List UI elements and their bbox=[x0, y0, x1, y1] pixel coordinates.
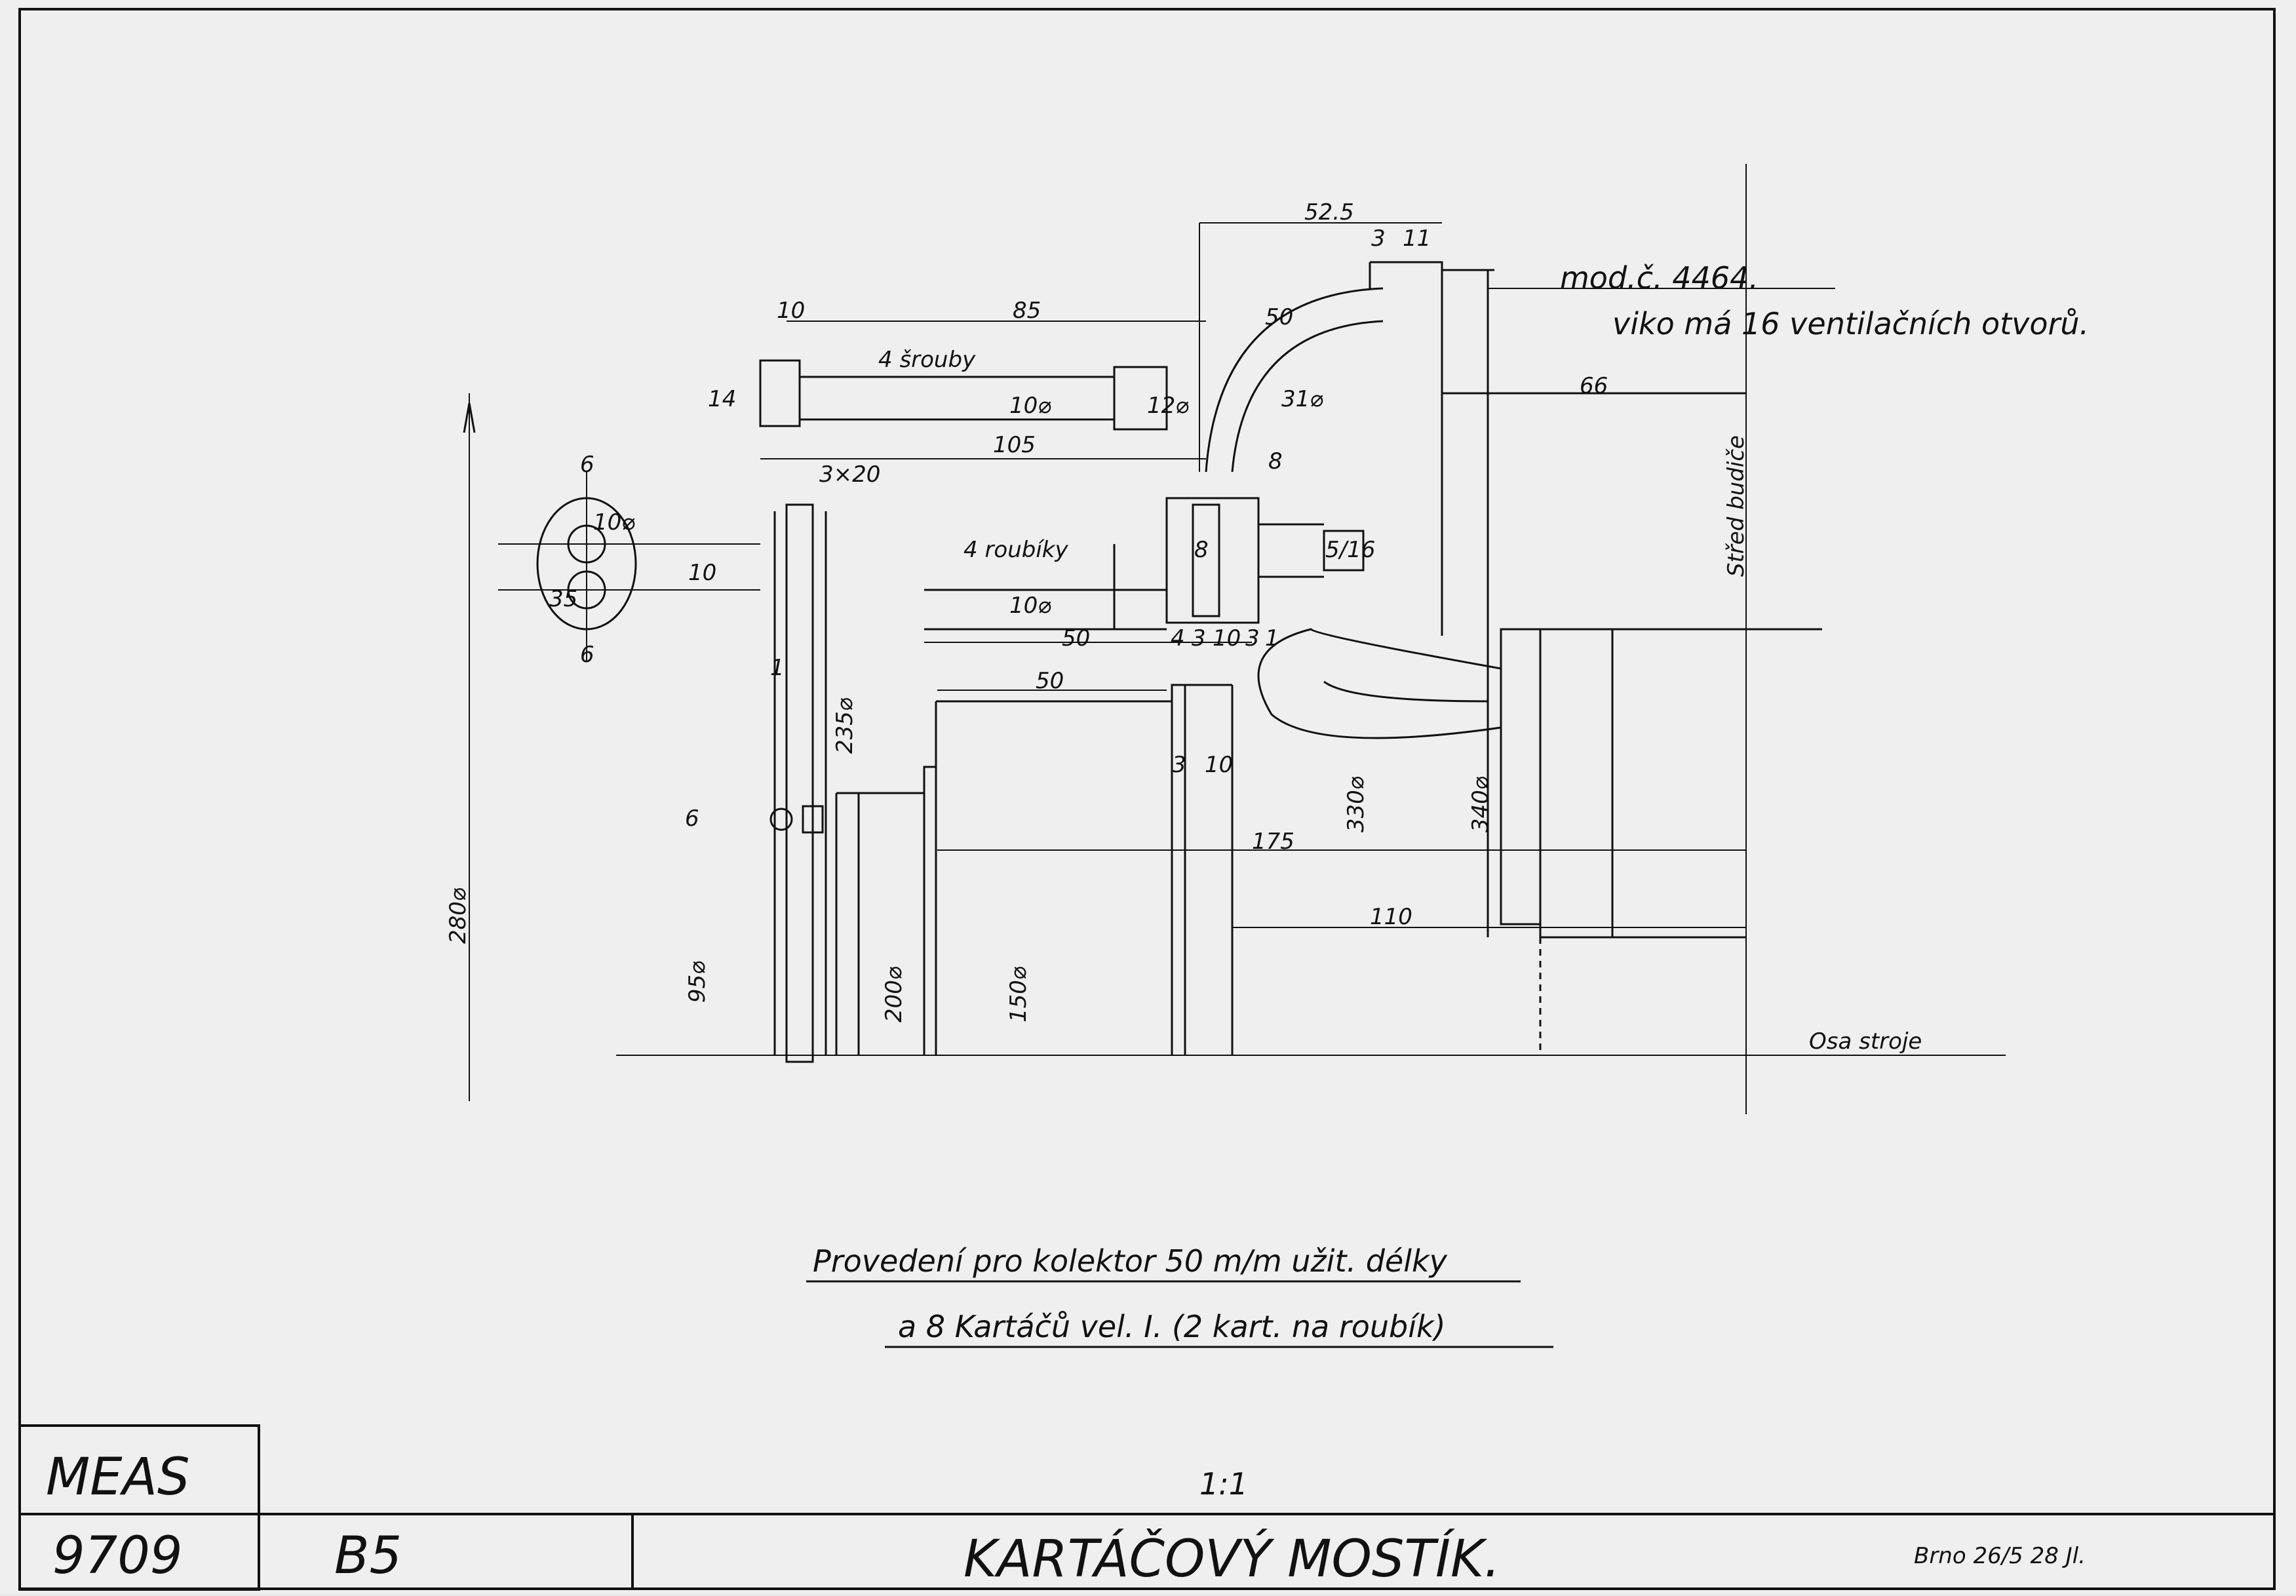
axis-label: Osa stroje bbox=[1809, 1028, 1922, 1055]
dim-8: 8 bbox=[1268, 448, 1283, 475]
cover-note: viko má 16 ventilačních otvorů. bbox=[1612, 306, 2089, 341]
dim-10-low: 10 bbox=[1205, 752, 1233, 778]
dim-10-hole: 10⌀ bbox=[593, 509, 635, 535]
drawing-number: 9709 bbox=[52, 1527, 183, 1586]
scale-label: 1:1 bbox=[1199, 1466, 1248, 1502]
dim-330: 330⌀ bbox=[1343, 776, 1369, 832]
dim-6-pin: 6 bbox=[685, 806, 699, 832]
dim-6-top: 6 bbox=[580, 452, 594, 478]
company-label: MEAS bbox=[46, 1448, 189, 1507]
dim-6-bot: 6 bbox=[580, 642, 594, 668]
dim-85: 85 bbox=[1013, 298, 1041, 324]
dim-200: 200⌀ bbox=[881, 966, 907, 1022]
drawing-geometry bbox=[463, 164, 2006, 1114]
dim-12d: 12⌀ bbox=[1147, 393, 1189, 419]
title-block bbox=[18, 1424, 2274, 1591]
dim-52-5: 52.5 bbox=[1304, 199, 1354, 225]
dim-10d-mid: 10⌀ bbox=[1009, 593, 1051, 619]
caption-line-2: a 8 Kartáčů vel. I. (2 kart. na roubík) bbox=[898, 1309, 1446, 1344]
dim-150: 150⌀ bbox=[1005, 966, 1032, 1022]
dim-50-low: 50 bbox=[1036, 668, 1064, 694]
dim-235: 235⌀ bbox=[832, 697, 858, 754]
dim-4: 4 bbox=[1171, 625, 1185, 652]
format-label: B5 bbox=[334, 1527, 402, 1586]
dim-10-small: 10 bbox=[1213, 625, 1241, 652]
dim-35: 35 bbox=[549, 586, 577, 612]
dim-50-mid: 50 bbox=[1062, 625, 1090, 652]
dim-66: 66 bbox=[1580, 373, 1608, 399]
dim-110: 110 bbox=[1370, 904, 1412, 930]
dim-10d: 10⌀ bbox=[1009, 393, 1051, 419]
dim-14: 14 bbox=[708, 386, 736, 412]
exciter-center-label: Střed budiče bbox=[1723, 435, 1749, 577]
date-signature: Brno 26/5 28 Jl. bbox=[1914, 1543, 2086, 1569]
dim-50-top: 50 bbox=[1265, 304, 1293, 330]
dim-95: 95⌀ bbox=[684, 961, 710, 1003]
dim-3a: 3 bbox=[1192, 625, 1206, 652]
dim-8-mid: 8 bbox=[1194, 537, 1209, 563]
bolt-note-1: 4 šrouby bbox=[878, 347, 976, 373]
caption-line-1: Provedení pro kolektor 50 m/m užit. délk… bbox=[813, 1243, 1448, 1279]
dim-3b: 3 bbox=[1245, 625, 1260, 652]
drawing-title: KARTÁČOVÝ MOSTÍK. bbox=[963, 1528, 1500, 1589]
dim-11: 11 bbox=[1403, 225, 1431, 252]
bolt-note-2: 4 roubíky bbox=[963, 537, 1068, 563]
dim-10-left: 10 bbox=[777, 298, 805, 324]
dim-31: 31⌀ bbox=[1281, 386, 1323, 412]
dim-1-left: 1 bbox=[770, 655, 785, 681]
dim-280: 280⌀ bbox=[445, 887, 471, 944]
dim-10-pitch: 10 bbox=[688, 560, 716, 586]
dim-3x20: 3×20 bbox=[819, 461, 880, 488]
frame-border bbox=[18, 8, 2276, 1590]
model-note: mod.č. 4464. bbox=[1560, 260, 1759, 296]
dim-5-16: 5/16 bbox=[1325, 537, 1375, 563]
dim-3c: 3 bbox=[1172, 752, 1186, 778]
dim-1: 1 bbox=[1265, 625, 1279, 652]
dim-105: 105 bbox=[993, 432, 1036, 458]
dim-340: 340⌀ bbox=[1468, 776, 1494, 832]
dim-3-top: 3 bbox=[1371, 225, 1386, 252]
dim-175: 175 bbox=[1252, 828, 1294, 855]
